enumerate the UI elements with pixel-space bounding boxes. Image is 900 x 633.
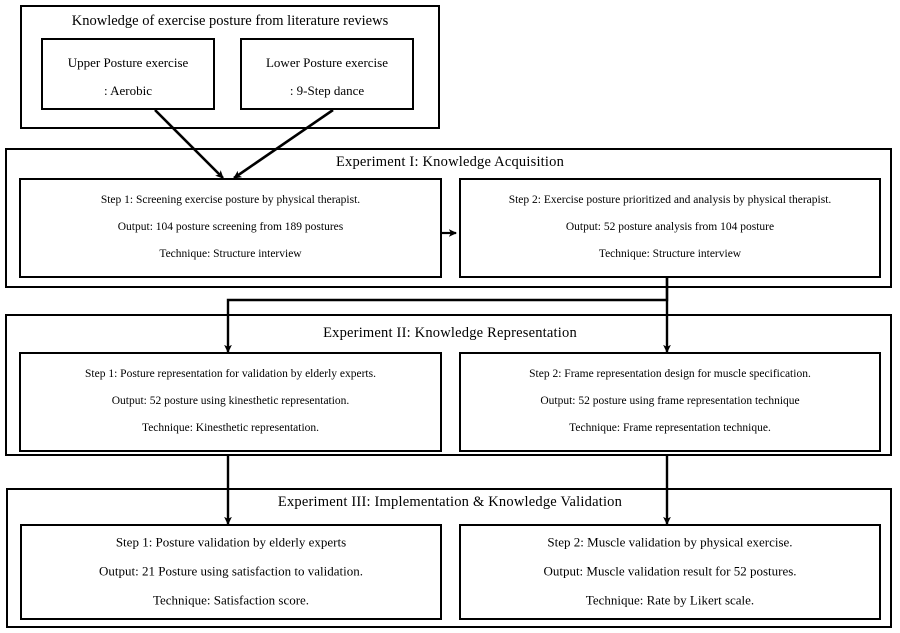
exp2-step2-technique: Technique: Frame representation techniqu… bbox=[569, 422, 771, 435]
experiment-2-step-1-body: Step 1: Posture representation for valid… bbox=[21, 368, 440, 436]
experiment-1-step-1-box[interactable]: Step 1: Screening exercise posture by ph… bbox=[19, 178, 442, 278]
experiment-3-title: Experiment III: Implementation & Knowled… bbox=[277, 494, 623, 510]
lower-posture-name: Lower Posture exercise bbox=[265, 55, 388, 70]
exp1-step2-output: Output: 52 posture analysis from 104 pos… bbox=[565, 221, 775, 234]
experiment-3-step-1-box[interactable]: Step 1: Posture validation by elderly ex… bbox=[20, 524, 442, 620]
exp2-step1-output: Output: 52 posture using kinesthetic rep… bbox=[111, 395, 350, 408]
experiment-1-step-2-box[interactable]: Step 2: Exercise posture prioritized and… bbox=[459, 178, 881, 278]
experiment-1-step-1-body: Step 1: Screening exercise posture by ph… bbox=[21, 194, 440, 262]
exp3-step1-output: Output: 21 Posture using satisfaction to… bbox=[99, 563, 363, 579]
experiment-3-step-2-box[interactable]: Step 2: Muscle validation by physical ex… bbox=[459, 524, 881, 620]
exp1-step2-step: Step 2: Exercise posture prioritized and… bbox=[508, 194, 832, 207]
exp3-step1-step: Step 1: Posture validation by elderly ex… bbox=[115, 534, 347, 550]
experiment-2-container bbox=[5, 314, 892, 456]
upper-posture-card[interactable]: Upper Posture exercise : Aerobic bbox=[41, 38, 215, 110]
upper-posture-name: Upper Posture exercise bbox=[67, 55, 189, 70]
exp1-step1-output: Output: 104 posture screening from 189 p… bbox=[117, 221, 344, 234]
experiment-3-container bbox=[6, 488, 892, 628]
experiment-2-step-2-box[interactable]: Step 2: Frame representation design for … bbox=[459, 352, 881, 452]
experiment-3-step-2-body: Step 2: Muscle validation by physical ex… bbox=[461, 534, 879, 609]
experiment-2-title: Experiment II: Knowledge Representation bbox=[323, 325, 577, 341]
exp1-step1-step: Step 1: Screening exercise posture by ph… bbox=[100, 194, 361, 207]
lower-posture-detail: : 9-Step dance bbox=[289, 83, 365, 98]
exp2-step1-step: Step 1: Posture representation for valid… bbox=[85, 368, 376, 381]
experiment-2-step-1-box[interactable]: Step 1: Posture representation for valid… bbox=[19, 352, 442, 452]
exp1-step1-technique: Technique: Structure interview bbox=[159, 248, 302, 261]
knowledge-source-title: Knowledge of exercise posture from liter… bbox=[71, 13, 389, 29]
exp3-step2-output: Output: Muscle validation result for 52 … bbox=[543, 563, 797, 579]
exp3-step1-technique: Technique: Satisfaction score. bbox=[152, 592, 310, 608]
lower-posture-card[interactable]: Lower Posture exercise : 9-Step dance bbox=[240, 38, 414, 110]
experiment-3-step-1-body: Step 1: Posture validation by elderly ex… bbox=[22, 534, 440, 609]
experiment-1-step-2-body: Step 2: Exercise posture prioritized and… bbox=[461, 194, 879, 262]
exp2-step1-technique: Technique: Kinesthetic representation. bbox=[141, 422, 320, 435]
knowledge-source-group bbox=[20, 5, 440, 129]
exp2-step2-output: Output: 52 posture using frame represent… bbox=[540, 395, 800, 408]
experiment-1-container bbox=[5, 148, 892, 288]
upper-posture-detail: : Aerobic bbox=[103, 83, 152, 98]
experiment-2-step-2-body: Step 2: Frame representation design for … bbox=[461, 368, 879, 436]
exp3-step2-step: Step 2: Muscle validation by physical ex… bbox=[547, 534, 793, 550]
exp1-step2-technique: Technique: Structure interview bbox=[598, 248, 742, 261]
experiment-1-title: Experiment I: Knowledge Acquisition bbox=[335, 154, 565, 170]
exp2-step2-step: Step 2: Frame representation design for … bbox=[529, 368, 811, 381]
exp3-step2-technique: Technique: Rate by Likert scale. bbox=[585, 592, 755, 608]
